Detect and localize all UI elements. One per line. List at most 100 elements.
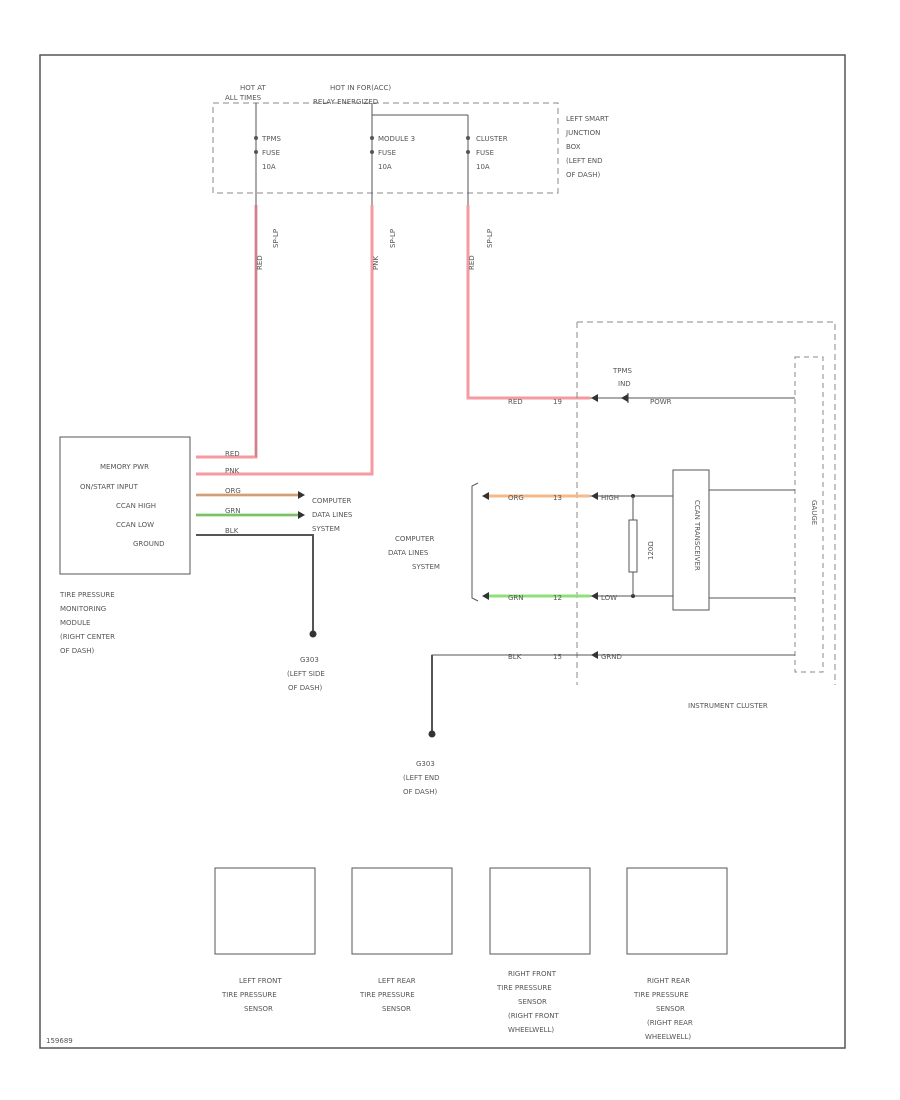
fuse-tpms-fuse: FUSE [262,149,280,157]
tpms-ind-1: TPMS [612,367,633,375]
tpms-ground-2: (LEFT SIDE [287,670,325,678]
sensor-rf-line4: (RIGHT FRONT [508,1012,559,1020]
tpms-ind-led [621,394,628,402]
cluster-wire-red: RED [508,398,523,406]
junction-box [212,102,559,194]
sensor-lf-line2: TIRE PRESSURE [221,991,277,999]
junction-box-name-3: BOX [566,143,581,151]
wire-color-red-1: RED [256,255,264,270]
wire-color-red-2: RED [468,255,476,270]
tpms-data-lines-3: SYSTEM [312,525,340,533]
tpms-name-1: TIRE PRESSURE [59,591,115,599]
figure-id: 159689 [46,1037,73,1045]
tpms-pin-on-start: ON/START INPUT [80,483,139,491]
sensor-rf-line5: WHEELWELL) [508,1026,554,1034]
cluster-pin-high: HIGH [601,494,619,502]
cluster-gauge-box [794,356,824,673]
fuse-module3-name: MODULE 3 [378,135,415,143]
cluster-ground-1: G303 [416,760,435,768]
cluster-ground-2: (LEFT END [403,774,440,782]
cluster-gauge-label: GAUGE [810,500,818,525]
cluster-pin-low: LOW [601,594,617,602]
fuse-tpms-name: TPMS [261,135,282,143]
cluster-wire-blk: BLK [508,653,522,661]
ccan-transceiver [672,469,710,611]
fuse-module3: MODULE 3 FUSE 10A [370,115,415,205]
tpms-name-4: (RIGHT CENTER [60,633,115,641]
sensor-left-rear: LEFT REAR TIRE PRESSURE SENSOR [351,867,453,1013]
splice-label-1: SP-LP [272,229,280,248]
junction-box-name-1: LEFT SMART [566,115,609,123]
cluster-wire-org: ORG [508,494,524,502]
hot-in-label-1: HOT IN FOR(ACC) [330,84,391,92]
tpms-wire-grn: GRN [225,507,241,515]
cluster-ground-wire [431,654,795,732]
tpms-wire-blk: BLK [225,527,239,535]
diagram-frame [39,54,846,1049]
cluster-data-bracket [471,482,479,602]
junction-box-name-5: OF DASH) [566,171,601,179]
sensor-lf-line1: LEFT FRONT [239,977,282,985]
wire-color-pnk-1: PNK [372,256,380,270]
tpms-pin-memory-pwr: MEMORY PWR [100,463,149,471]
tpms-pin-ground: GROUND [133,540,165,548]
fuse-tpms: TPMS FUSE 10A [254,103,282,205]
sensor-right-front: RIGHT FRONT TIRE PRESSURE SENSOR (RIGHT … [489,867,591,1034]
ccan-transceiver-label: CCAN TRANSCEIVER [693,500,701,571]
cluster-data-lines-1: COMPUTER [395,535,434,543]
cluster-pin-powr: POWR [650,398,672,406]
tpms-ind-2: IND [618,380,631,388]
wire-cluster-power [466,205,590,400]
sensor-right-rear: RIGHT REAR TIRE PRESSURE SENSOR (RIGHT R… [626,867,728,1041]
cluster-ground-3: OF DASH) [403,788,438,796]
cluster-pin-12: 12 [553,594,562,602]
cluster-data-lines-2: DATA LINES [388,549,429,557]
cluster-power-arrow [591,394,598,402]
tpms-pin-ccan-low: CCAN LOW [116,521,154,529]
cluster-ccan-high-arrow [482,492,489,500]
instrument-cluster-label: INSTRUMENT CLUSTER [688,702,768,710]
sensor-rr-line1: RIGHT REAR [647,977,690,985]
tpms-wire-pnk: PNK [225,467,239,475]
tpms-ground-wire [196,534,314,632]
cluster-data-lines-3: SYSTEM [412,563,440,571]
sensor-lr-line1: LEFT REAR [378,977,416,985]
tpms-name-3: MODULE [60,619,90,627]
tpms-module-box [59,436,191,575]
tpms-ground-point [309,630,317,638]
fuse-cluster-rating: 10A [476,163,490,171]
fuse-cluster-fuse: FUSE [476,149,494,157]
junction-box-name-4: (LEFT END [566,157,603,165]
cluster-pin-15: 15 [553,653,562,661]
sensor-lf-line3: SENSOR [244,1005,273,1013]
junction-box-name-2: JUNCTION [565,129,600,137]
fuse-tpms-rating: 10A [262,163,276,171]
sensor-lr-line3: SENSOR [382,1005,411,1013]
sensor-rr-line3: SENSOR [656,1005,685,1013]
sensor-lr-line2: TIRE PRESSURE [359,991,415,999]
sensor-rf-line2: TIRE PRESSURE [496,984,552,992]
sensor-rf-line1: RIGHT FRONT [508,970,557,978]
tpms-ccan-high-arrow [298,491,305,499]
tpms-ground-1: G303 [300,656,319,664]
tpms-name-5: OF DASH) [60,647,95,655]
wire-on-start [196,205,374,476]
tpms-wire-red: RED [225,450,240,458]
hot-in-label-2: RELAY ENERGIZED [313,98,378,106]
sensor-left-front: LEFT FRONT TIRE PRESSURE SENSOR [214,867,316,1013]
fuse-module3-fuse: FUSE [378,149,396,157]
cluster-boundary-top [577,321,836,685]
cluster-pin-13: 13 [553,494,562,502]
tpms-data-lines-2: DATA LINES [312,511,353,519]
tpms-name-2: MONITORING [60,605,106,613]
sensor-rf-line3: SENSOR [518,998,547,1006]
tpms-wire-org: ORG [225,487,241,495]
cluster-wire-grn: GRN [508,594,524,602]
hot-at-label-1: HOT AT [240,84,267,92]
hot-at-label-2: ALL TIMES [225,94,262,102]
tpms-pin-ccan-high: CCAN HIGH [116,502,156,510]
cluster-ground-point [428,730,436,738]
termination-resistor: 120Ω [628,494,655,598]
sensor-rr-line2: TIRE PRESSURE [633,991,689,999]
cluster-pin-19: 19 [553,398,562,406]
